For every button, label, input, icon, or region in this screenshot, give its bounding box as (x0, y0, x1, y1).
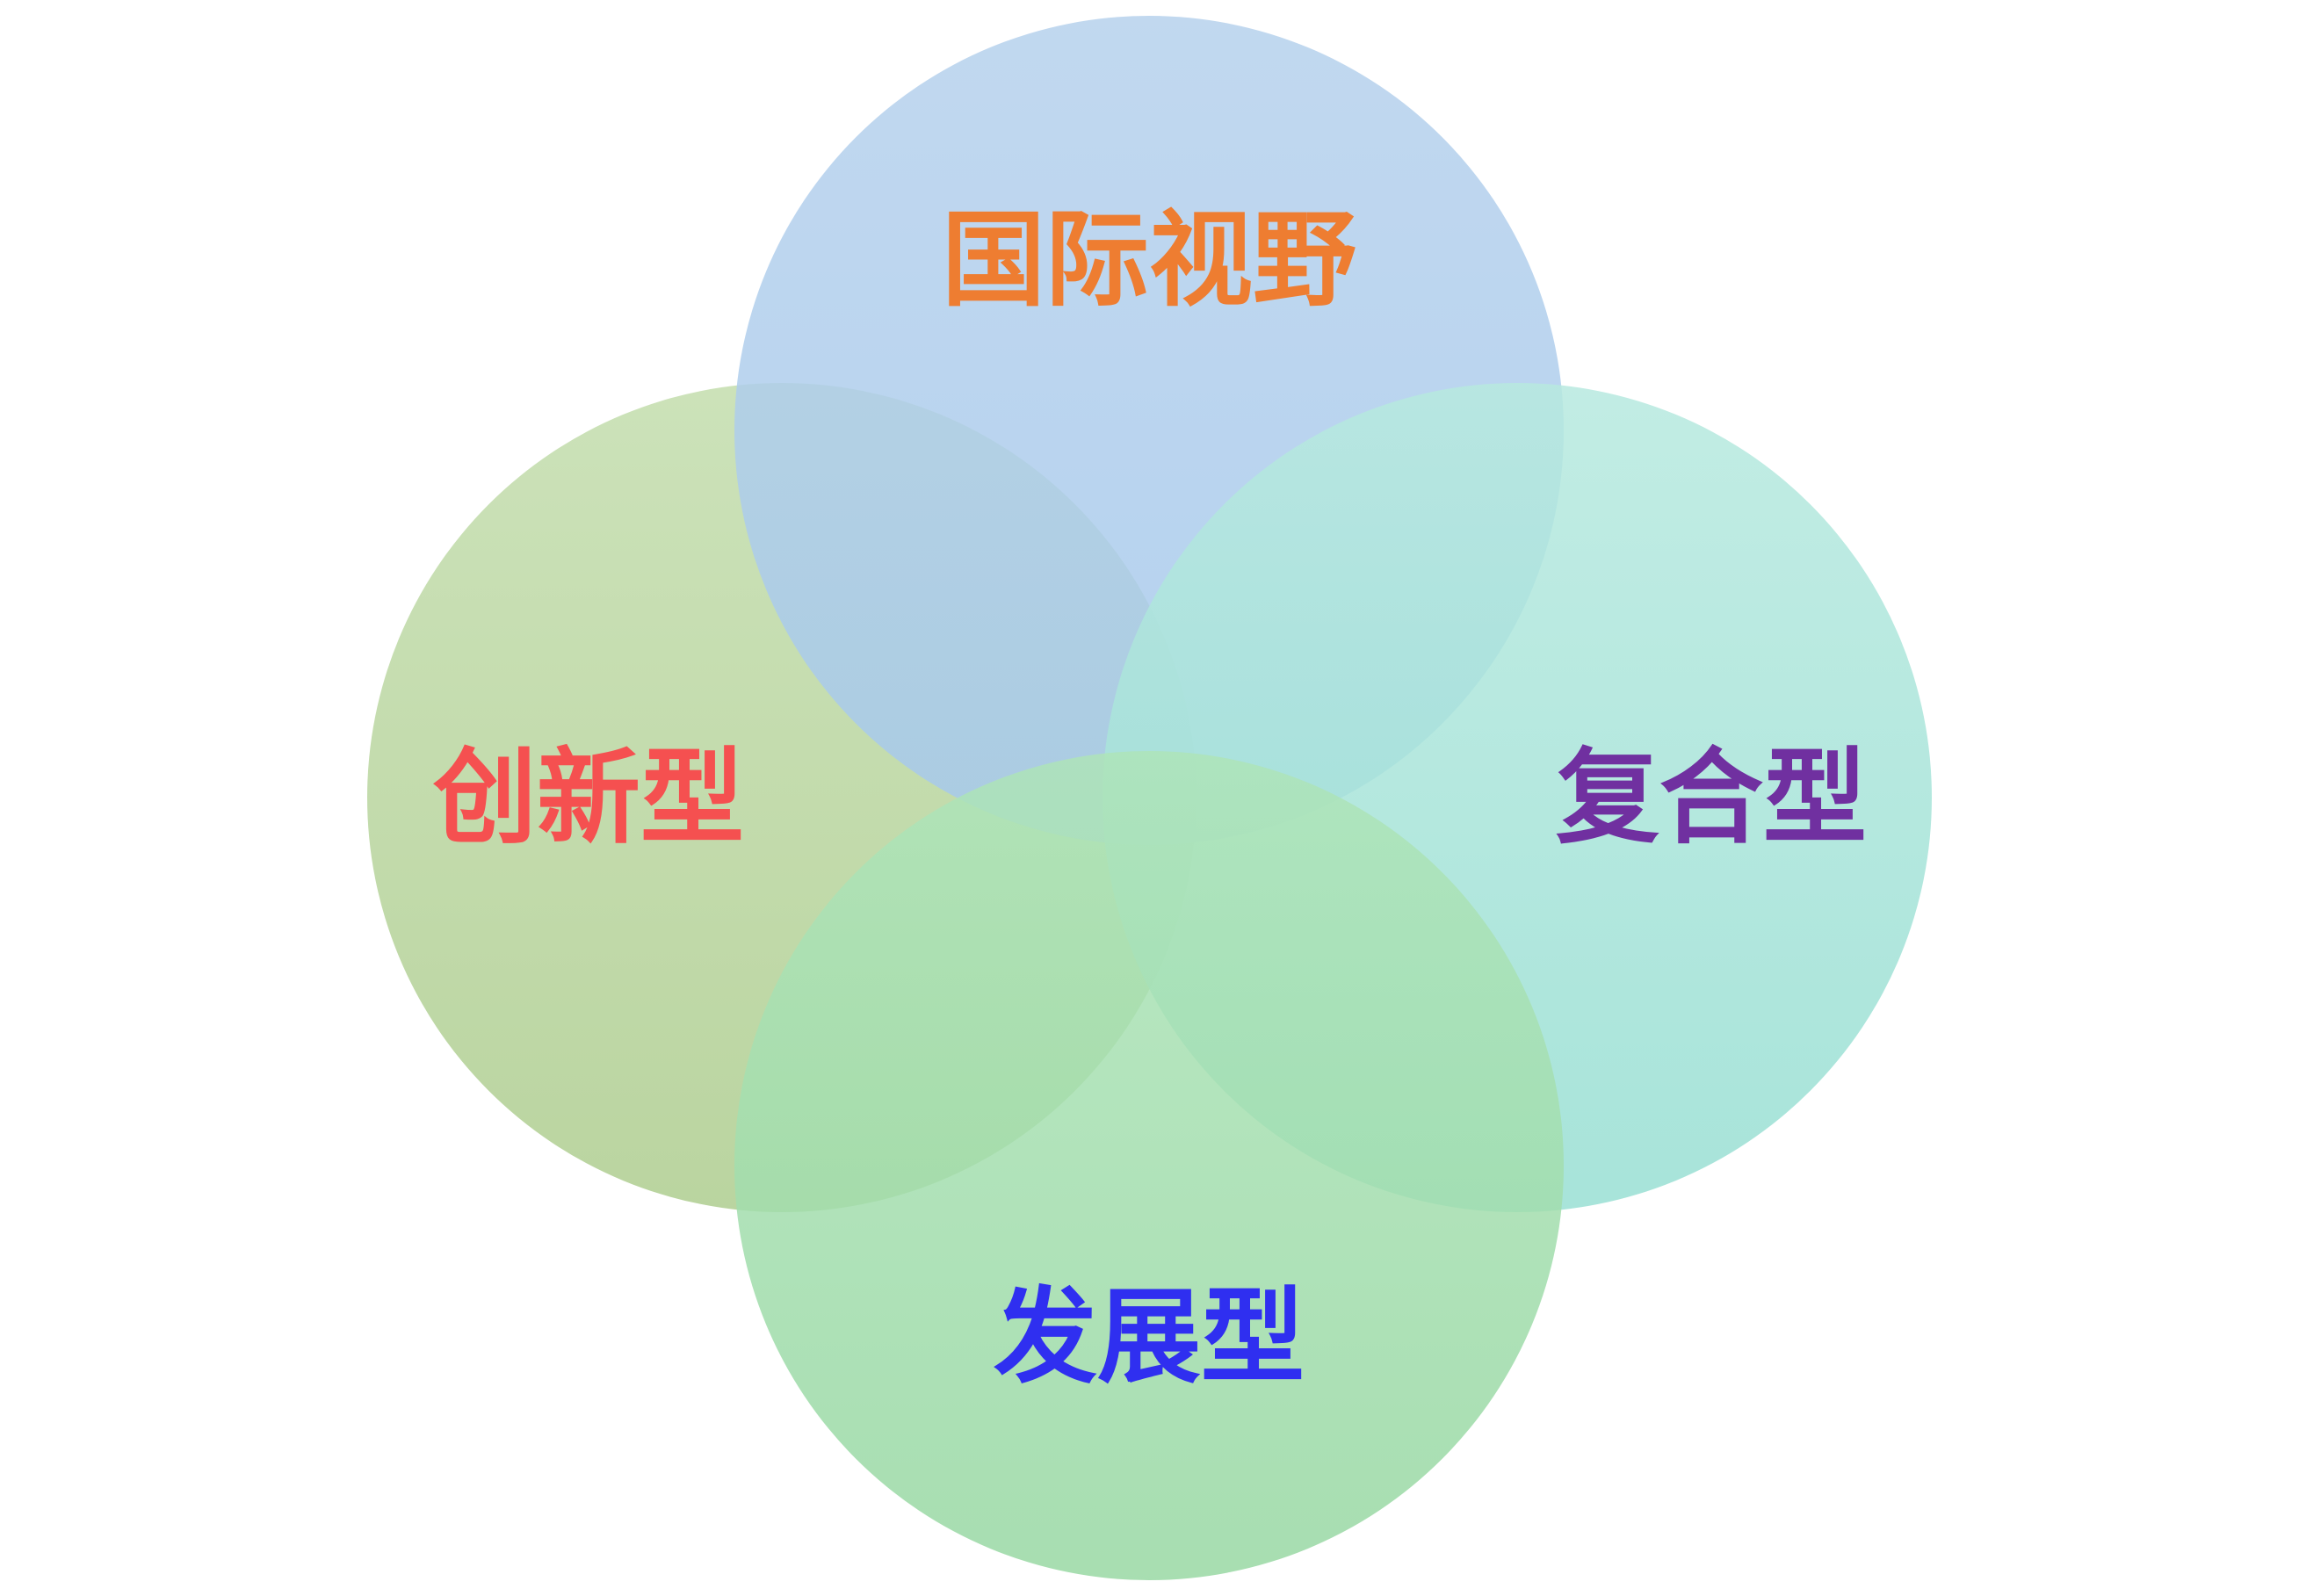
label-group: 国际视野 创新型 复合型 发展型 (433, 199, 1867, 1397)
label-top: 国际视野 (942, 199, 1356, 321)
label-left: 创新型 (433, 737, 744, 858)
label-bottom: 发展型 (994, 1276, 1305, 1397)
circle-bottom (734, 751, 1564, 1580)
circle-group (367, 16, 1932, 1580)
label-right: 复合型 (1556, 737, 1867, 858)
